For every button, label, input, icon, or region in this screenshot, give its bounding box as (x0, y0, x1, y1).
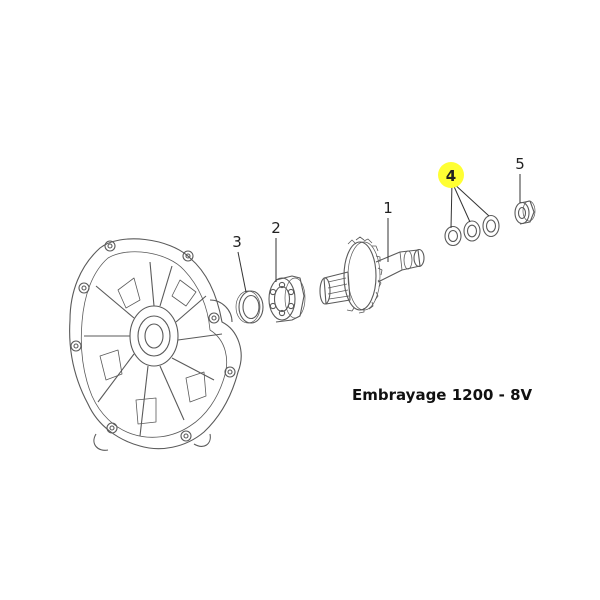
callout-number: 4 (446, 167, 456, 185)
diagram-caption: Embrayage 1200 - 8V (352, 386, 533, 404)
ball-bearing (268, 275, 306, 323)
gearbox-housing (69, 238, 242, 451)
callout-highlight (438, 162, 464, 188)
primary-shaft (319, 236, 425, 314)
callout-number: 2 (271, 219, 281, 237)
callout-number: 5 (515, 155, 525, 173)
leader-lines (237, 174, 521, 293)
shim-washers (444, 214, 500, 247)
callout-number: 1 (383, 199, 393, 217)
seal-ring (235, 290, 264, 324)
end-bearing (514, 200, 536, 225)
callout-number: 3 (232, 233, 242, 251)
